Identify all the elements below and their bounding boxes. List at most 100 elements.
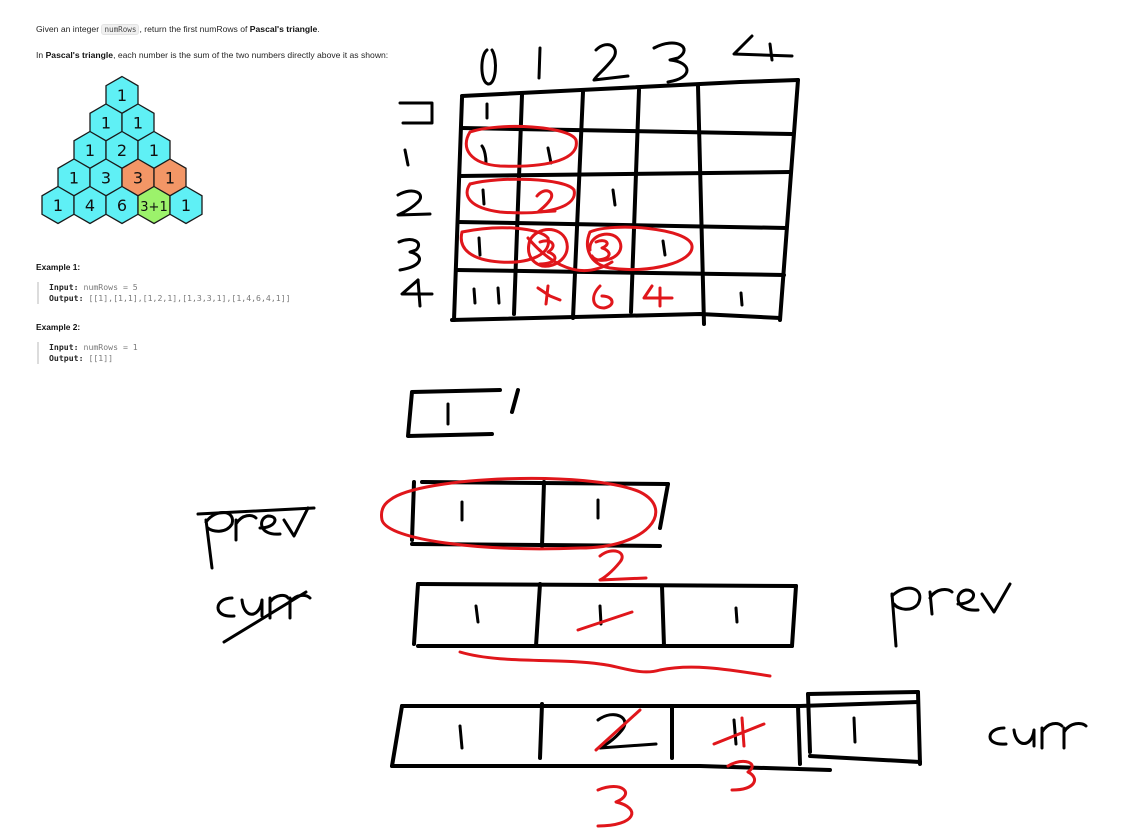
bold-term: Pascal's triangle bbox=[249, 24, 318, 34]
grid-border-bottom bbox=[450, 312, 782, 322]
cell-4-1 bbox=[496, 286, 501, 305]
input-label: Input: bbox=[49, 282, 79, 292]
text: In bbox=[36, 49, 46, 60]
cell-4-4-four bbox=[642, 284, 674, 308]
array-3-divider-1 bbox=[534, 582, 542, 648]
output-value: [[1]] bbox=[88, 353, 114, 363]
array-1-box bbox=[406, 388, 520, 438]
array-4-box-2-bottom bbox=[808, 754, 922, 764]
triangle-cell-value: 6 bbox=[117, 196, 127, 215]
triangle-cell-value: 1 bbox=[117, 86, 127, 105]
ellipse-row-1 bbox=[464, 124, 578, 168]
grid-row-headers bbox=[396, 101, 434, 308]
triangle-cell-value: 1 bbox=[69, 169, 79, 188]
triangle-cell-value: 3+1 bbox=[140, 200, 167, 215]
triangle-cell-value: 1 bbox=[53, 196, 63, 215]
col-header-0 bbox=[480, 48, 497, 86]
problem-paragraph-2: In Pascal's triangle, each number is the… bbox=[36, 50, 456, 62]
array-2-red-ellipse bbox=[380, 476, 658, 551]
example-1-title: Example 1: bbox=[36, 262, 81, 272]
grid-border-top bbox=[460, 78, 800, 98]
grid-cell-values-black bbox=[472, 102, 744, 307]
row-header-4-b bbox=[416, 278, 422, 308]
text: , each number is the sum of the two numb… bbox=[113, 49, 389, 60]
col-header-4-a bbox=[732, 34, 794, 58]
array-3-right bbox=[790, 584, 798, 648]
cell-4-3-value bbox=[592, 284, 614, 310]
strike-curr bbox=[222, 590, 308, 644]
array-4-cell-2-value-2 bbox=[596, 713, 658, 750]
col-header-1 bbox=[537, 46, 542, 80]
array-3-left bbox=[412, 582, 420, 646]
grid-col-line-2 bbox=[571, 90, 585, 320]
col-header-2 bbox=[592, 43, 630, 82]
example-2-title: Example 2: bbox=[36, 322, 81, 332]
output-value: [[1],[1,1],[1,2,1],[1,3,3,1],[1,4,6,4,1]… bbox=[88, 293, 291, 303]
triangle-cell-value: 1 bbox=[133, 114, 143, 133]
array-3-cell-2 bbox=[734, 606, 739, 624]
cross-arrow bbox=[526, 236, 614, 272]
strike-prev bbox=[196, 506, 316, 516]
array-3-divider-2 bbox=[660, 584, 666, 648]
row-header-4-a bbox=[400, 278, 434, 296]
input-value: numRows = 5 bbox=[83, 282, 138, 292]
array-2-divider bbox=[540, 480, 546, 548]
row-header-1 bbox=[403, 148, 410, 167]
grid-border-right bbox=[778, 78, 800, 322]
strike-cell-1 bbox=[594, 708, 642, 752]
array-2-left bbox=[410, 480, 416, 542]
text: . bbox=[317, 24, 320, 34]
underline-swoosh bbox=[458, 650, 772, 678]
array-4-divider-1 bbox=[538, 702, 544, 760]
array-3-cell-0 bbox=[474, 604, 480, 624]
cell-3-2-value bbox=[594, 239, 611, 262]
sum-label-3-small bbox=[726, 759, 757, 792]
grid-row-line-4 bbox=[454, 268, 786, 277]
triangle-cell-value: 1 bbox=[85, 141, 95, 160]
array-4-box-2-right bbox=[916, 690, 922, 766]
triangle-cell-value: 1 bbox=[165, 169, 175, 188]
triangle-cell-value: 1 bbox=[149, 141, 159, 160]
cell-1-0 bbox=[480, 144, 488, 165]
cell-3-1-value bbox=[538, 239, 557, 266]
bold-term: Pascal's triangle bbox=[45, 49, 114, 60]
cell-3-0 bbox=[477, 236, 482, 257]
array-row-1 bbox=[406, 388, 520, 438]
word-prev-right bbox=[890, 582, 1012, 648]
triangle-cell-value: 3 bbox=[133, 169, 143, 188]
triangle-cell-value: 2 bbox=[117, 141, 127, 160]
triangle-cell-value: 3 bbox=[101, 169, 111, 188]
cell-2-2 bbox=[611, 188, 617, 207]
array-4-left bbox=[390, 704, 404, 768]
cell-3-3 bbox=[661, 239, 667, 257]
cell-4-0 bbox=[472, 287, 477, 305]
triangle-hexagon bbox=[169, 185, 203, 225]
array-4-divider-3 bbox=[796, 704, 802, 766]
sum-label-3-large bbox=[596, 785, 634, 828]
problem-statement: Given an integer numRows, return the fir… bbox=[36, 24, 456, 61]
array-4-cell-4 bbox=[852, 716, 857, 744]
array-3-annotations bbox=[458, 610, 772, 678]
word-curr-right bbox=[988, 722, 1088, 750]
input-label: Input: bbox=[49, 342, 79, 352]
array-4-annotations bbox=[594, 708, 766, 828]
word-prev-left bbox=[196, 506, 316, 570]
ellipse-row-2 bbox=[465, 177, 576, 215]
example-1-block: Input: numRows = 5 Output: [[1],[1,1],[1… bbox=[37, 282, 291, 304]
grid-col-line-3 bbox=[629, 88, 641, 314]
grid-row-line-1 bbox=[460, 126, 794, 136]
triangle-cell-value: 4 bbox=[85, 196, 95, 215]
array-4-top bbox=[400, 700, 920, 708]
triangle-cell-value: 1 bbox=[181, 196, 191, 215]
array-4-cell-0 bbox=[458, 724, 464, 750]
problem-paragraph-1: Given an integer numRows, return the fir… bbox=[36, 24, 456, 36]
dp-grid bbox=[450, 78, 800, 326]
output-label: Output: bbox=[49, 293, 84, 303]
array-4-box-2-left bbox=[806, 692, 812, 754]
array-4-bottom bbox=[390, 764, 832, 772]
array-row-2 bbox=[410, 480, 670, 548]
sum-label-2 bbox=[598, 549, 648, 582]
triangle-cell-value: 1 bbox=[101, 114, 111, 133]
array-4-box-2-top bbox=[806, 690, 920, 696]
